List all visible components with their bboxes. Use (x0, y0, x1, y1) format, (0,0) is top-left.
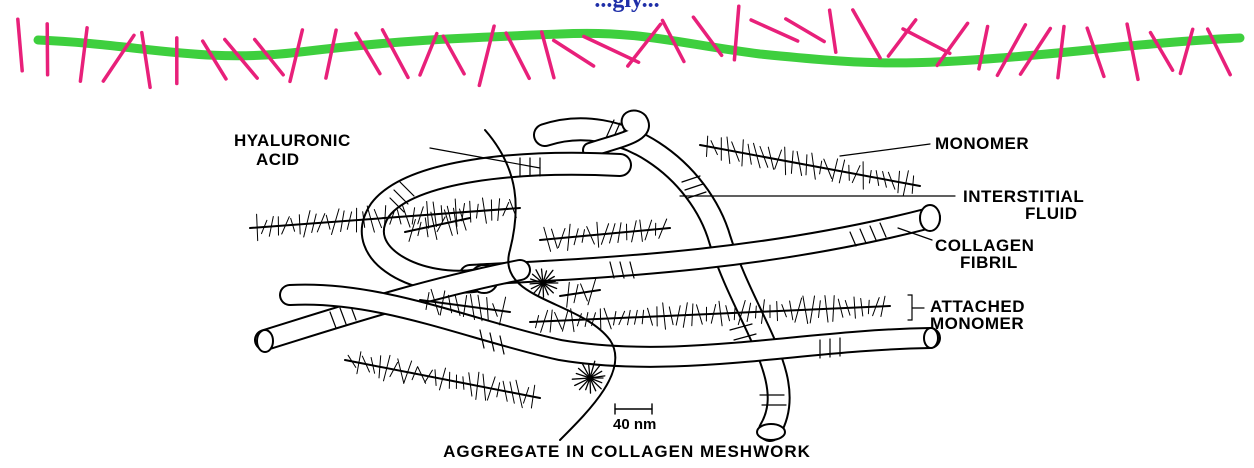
side-chain (80, 28, 87, 81)
scale-bar-label: 40 nm (613, 416, 656, 433)
side-chain (554, 40, 594, 66)
label-attached-monomer: MONOMER (930, 315, 1024, 332)
label-fluid: FLUID (1025, 205, 1078, 222)
label-collagen: COLLAGEN (935, 237, 1034, 254)
side-chain (830, 10, 836, 52)
side-chain (18, 19, 22, 71)
side-chain (356, 33, 380, 73)
scale-bar (615, 404, 652, 414)
stylized-proteoglycan (18, 6, 1240, 87)
side-chain (997, 25, 1025, 76)
monomer (700, 136, 920, 196)
side-chain (903, 29, 950, 53)
side-chain (326, 30, 336, 78)
side-chain-group (18, 6, 1230, 87)
monomer (345, 352, 540, 408)
star-ray (530, 283, 543, 284)
side-chain (142, 33, 150, 88)
label-fibril: FIBRIL (960, 254, 1018, 271)
meshwork-drawing (250, 118, 955, 440)
figure-caption: AGGREGATE IN COLLAGEN MESHWORK (0, 442, 1254, 462)
label-monomer: MONOMER (935, 135, 1029, 152)
monomer (530, 296, 890, 333)
star-ray (590, 378, 591, 393)
label-interstitial: INTERSTITIAL (963, 188, 1084, 205)
side-chain (584, 37, 639, 63)
side-chain (888, 20, 915, 56)
side-chain (628, 24, 661, 66)
monomer (540, 219, 670, 251)
star-ray (543, 283, 544, 297)
monomer (560, 278, 600, 308)
label-hyaluronic-acid-1: HYALURONIC (234, 132, 351, 149)
side-chain (383, 30, 409, 78)
side-chain (853, 10, 880, 58)
side-chain (1180, 29, 1192, 73)
side-chain (1127, 24, 1138, 79)
label-attached: ATTACHED (930, 298, 1025, 315)
label-hyaluronic-acid-2: ACID (256, 151, 300, 168)
